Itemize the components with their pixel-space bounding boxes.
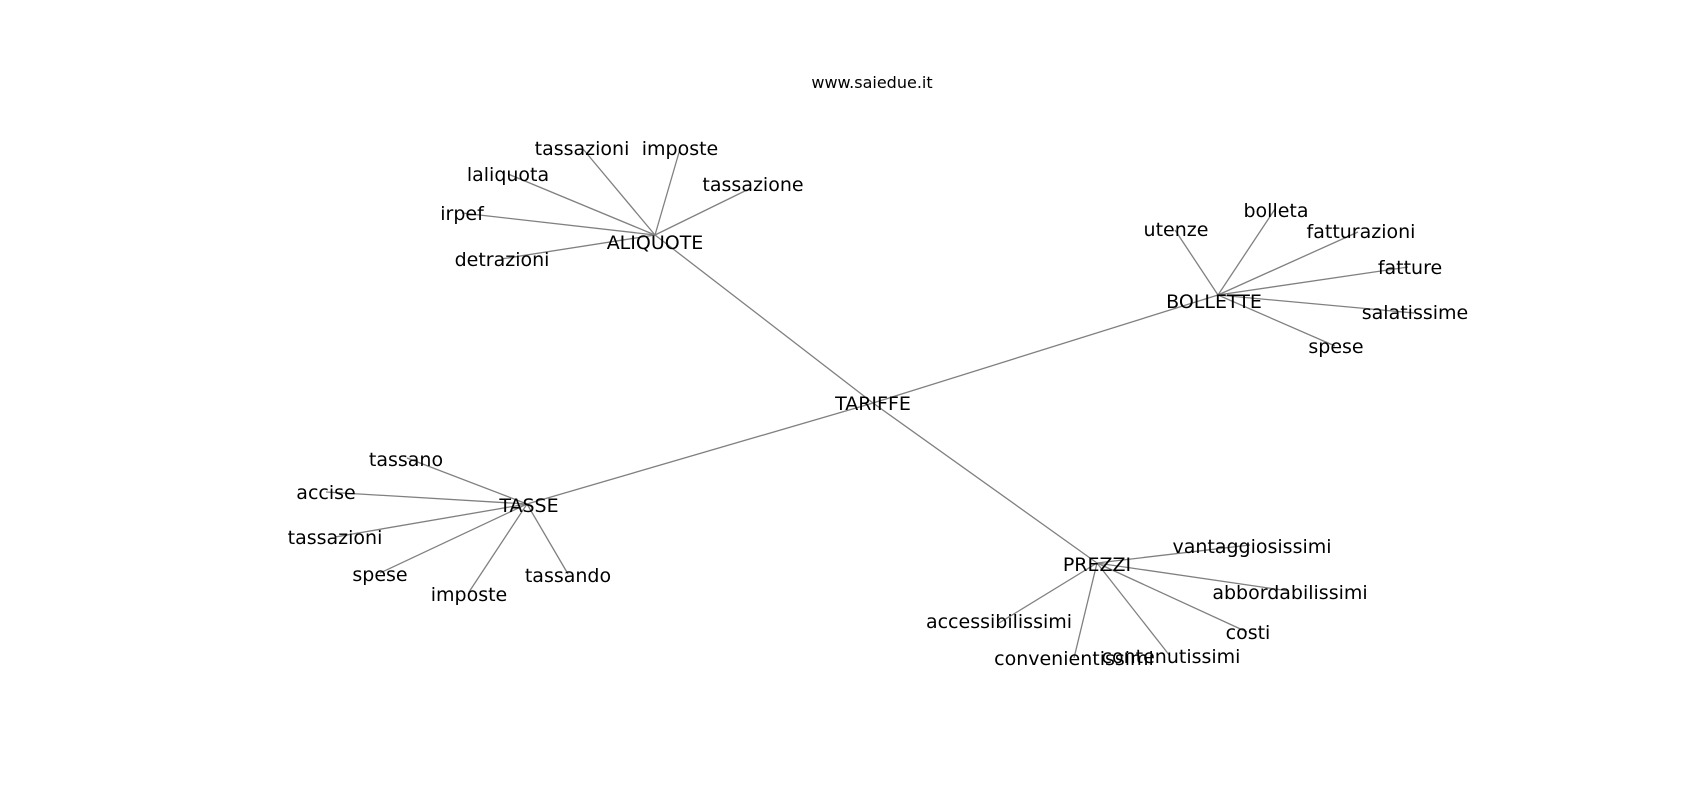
node-label-bollette: BOLLETTE bbox=[1166, 291, 1262, 313]
edge-prezzi-prezzi-costi bbox=[1096, 562, 1248, 633]
edge-prezzi-prezzi-contenutissimi bbox=[1096, 562, 1171, 657]
node-label-tasse-tassano: tassano bbox=[369, 449, 443, 471]
node-label-aliquote-laliquota: laliquota bbox=[467, 164, 549, 186]
node-label-prezzi-contenutissimi: contenutissimi bbox=[1102, 646, 1241, 668]
edge-bollette-bollette-fatture bbox=[1217, 266, 1409, 296]
node-label-bollette-fatture: fatture bbox=[1378, 257, 1442, 279]
node-label-aliquote-irpef: irpef bbox=[440, 203, 485, 225]
edge-tariffe-prezzi bbox=[872, 402, 1098, 564]
edge-bollette-bollette-fatturazioni bbox=[1217, 231, 1359, 296]
edge-bollette-bollette-utenze bbox=[1174, 229, 1219, 296]
node-label-tasse-imposte: imposte bbox=[431, 584, 508, 606]
edge-tasse-tasse-imposte bbox=[468, 503, 528, 593]
node-label-prezzi-convenientissimi: convenientissimi bbox=[994, 648, 1154, 670]
node-label-bollette-spese: spese bbox=[1308, 336, 1363, 358]
node-label-prezzi-abbordabilissimi: abbordabilissimi bbox=[1212, 582, 1367, 604]
edge-tasse-tasse-tassano bbox=[406, 457, 528, 505]
edge-bollette-bollette-spese bbox=[1217, 294, 1336, 347]
edge-prezzi-prezzi-convenientissimi bbox=[1073, 562, 1098, 659]
edge-aliquote-aliquote-laliquota bbox=[507, 173, 656, 236]
node-label-aliquote-detrazioni: detrazioni bbox=[455, 249, 550, 271]
edge-prezzi-prezzi-vantaggiosissimi bbox=[1096, 544, 1251, 564]
edge-bollette-bollette-salatissime bbox=[1217, 294, 1415, 314]
node-label-aliquote-tassazioni: tassazioni bbox=[535, 138, 630, 160]
node-label-prezzi: PREZZI bbox=[1063, 554, 1131, 576]
node-label-aliquote-tassazione: tassazione bbox=[702, 174, 803, 196]
node-label-prezzi-accessibilissimi: accessibilissimi bbox=[926, 611, 1072, 633]
node-label-bollette-salatissime: salatissime bbox=[1362, 302, 1468, 324]
node-label-tasse-spese: spese bbox=[352, 564, 407, 586]
edge-bollette-bollette-bolleta bbox=[1217, 208, 1276, 296]
edge-aliquote-aliquote-irpef bbox=[461, 212, 656, 236]
edge-aliquote-aliquote-imposte bbox=[654, 148, 681, 236]
edge-prezzi-prezzi-abbordabilissimi bbox=[1096, 562, 1290, 592]
node-label-tasse-tassando: tassando bbox=[525, 565, 611, 587]
edge-aliquote-aliquote-tassazione bbox=[654, 187, 752, 236]
edge-tariffe-bollette bbox=[872, 294, 1219, 404]
edge-tasse-tasse-accise bbox=[325, 491, 528, 505]
node-label-tariffe: TARIFFE bbox=[834, 393, 911, 415]
node-label-tasse-tassazioni: tassazioni bbox=[288, 527, 383, 549]
edge-tariffe-tasse bbox=[526, 402, 874, 505]
node-label-bollette-bolleta: bolleta bbox=[1243, 200, 1308, 222]
node-label-prezzi-vantaggiosissimi: vantaggiosissimi bbox=[1172, 536, 1331, 558]
node-label-prezzi-costi: costi bbox=[1226, 622, 1271, 644]
edge-tariffe-aliquote bbox=[654, 234, 874, 404]
edge-tasse-tasse-tassando bbox=[526, 503, 569, 575]
edge-aliquote-aliquote-detrazioni bbox=[500, 234, 656, 260]
node-label-bollette-fatturazioni: fatturazioni bbox=[1307, 221, 1416, 243]
nodes: TARIFFE ALIQUOTE tassazioni imposte laliquot… bbox=[288, 138, 1469, 670]
edges bbox=[325, 148, 1415, 659]
node-label-bollette-utenze: utenze bbox=[1144, 219, 1209, 241]
edge-aliquote-aliquote-tassazioni bbox=[582, 148, 656, 236]
node-label-tasse-accise: accise bbox=[296, 482, 355, 504]
node-label-tasse: TASSE bbox=[498, 495, 558, 517]
site-url: www.saiedue.it bbox=[811, 73, 932, 92]
edge-tasse-tasse-tassazioni bbox=[334, 503, 528, 538]
edge-tasse-tasse-spese bbox=[379, 503, 528, 574]
edge-prezzi-prezzi-accessibilissimi bbox=[998, 562, 1098, 624]
node-label-aliquote-imposte: imposte bbox=[642, 138, 719, 160]
node-label-aliquote: ALIQUOTE bbox=[607, 232, 704, 254]
